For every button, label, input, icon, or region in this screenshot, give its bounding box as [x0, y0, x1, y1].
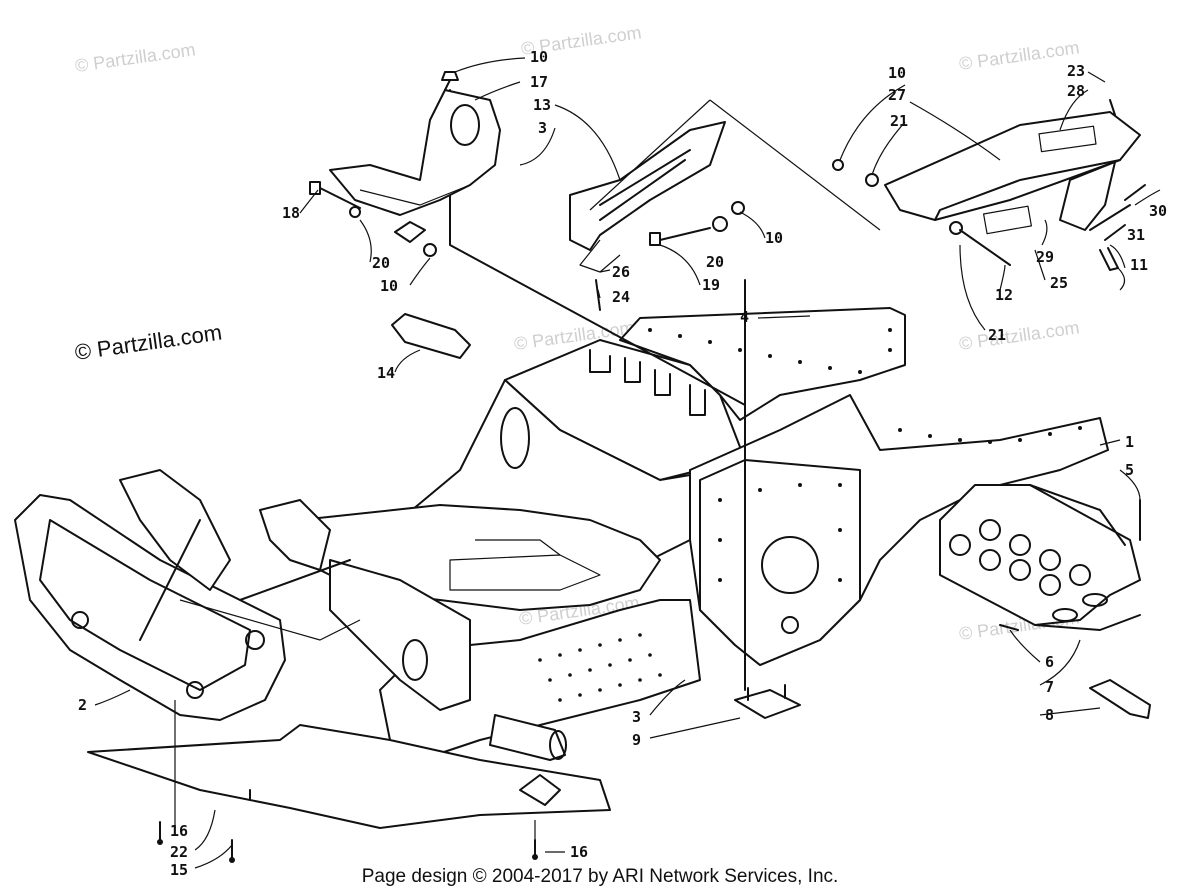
callout-23: 23: [1067, 62, 1085, 80]
pad-drawing: [734, 684, 801, 719]
callout-3: 3: [632, 708, 641, 726]
callout-22: 22: [170, 843, 188, 861]
callout-30: 30: [1149, 202, 1167, 220]
callout-26: 26: [612, 263, 630, 281]
leader-lines: [94, 57, 1161, 869]
hardware-drawing: [309, 159, 1141, 631]
callout-10: 10: [380, 277, 398, 295]
tube-drawing: [489, 714, 567, 761]
rail-holes: [648, 328, 1082, 582]
callout-5: 5: [1125, 461, 1134, 479]
callout-14: 14: [377, 364, 395, 382]
callout-1: 1: [1125, 433, 1134, 451]
callout-9: 9: [632, 731, 641, 749]
callout-21: 21: [890, 112, 908, 130]
callout-2: 2: [78, 696, 87, 714]
callout-29: 29: [1036, 248, 1054, 266]
screws: [157, 821, 538, 863]
console-drawing: [884, 99, 1146, 235]
page-footer: Page design © 2004-2017 by ARI Network S…: [361, 866, 839, 887]
skid-plate-drawing: [87, 724, 611, 829]
callout-20: 20: [706, 253, 724, 271]
callout-6: 6: [1045, 653, 1054, 671]
callout-28: 28: [1067, 82, 1085, 100]
watermark-main: © Partzilla.com: [73, 320, 223, 365]
callout-18: 18: [282, 204, 300, 222]
callout-16: 16: [570, 843, 588, 861]
chassis-frame-drawing: [299, 89, 1109, 761]
callout-21: 21: [988, 326, 1006, 344]
bracket-13-drawing: [569, 121, 726, 273]
watermark-text: © Partzilla.com: [74, 39, 197, 76]
callout-17: 17: [530, 73, 548, 91]
block-14-drawing: [391, 313, 471, 359]
callout-16: 16: [170, 822, 188, 840]
strap-drawing: [1089, 679, 1151, 719]
callout-7: 7: [1045, 678, 1054, 696]
upper-left-bracket-drawing: [329, 71, 501, 216]
pan-holes: [538, 633, 662, 702]
callout-20: 20: [372, 254, 390, 272]
callout-8: 8: [1045, 706, 1054, 724]
callout-15: 15: [170, 861, 188, 879]
watermark-text: © Partzilla.com: [958, 317, 1081, 354]
callout-11: 11: [1130, 256, 1148, 274]
callout-19: 19: [702, 276, 720, 294]
callout-labels: 10 17 13 3 18 20 10 26 24 19 20 10 4 14 …: [78, 48, 1167, 879]
callout-12: 12: [995, 286, 1013, 304]
callout-4: 4: [740, 308, 749, 326]
callout-3: 3: [538, 119, 547, 137]
watermark-text: © Partzilla.com: [958, 37, 1081, 74]
callout-10: 10: [765, 229, 783, 247]
callout-10: 10: [530, 48, 548, 66]
heat-exchanger-drawing: [939, 484, 1141, 631]
callout-10: 10: [888, 64, 906, 82]
callout-31: 31: [1127, 226, 1145, 244]
callout-24: 24: [612, 288, 630, 306]
callout-13: 13: [533, 96, 551, 114]
callout-25: 25: [1050, 274, 1068, 292]
callout-27: 27: [888, 86, 906, 104]
bumper-drawing: [14, 469, 471, 721]
